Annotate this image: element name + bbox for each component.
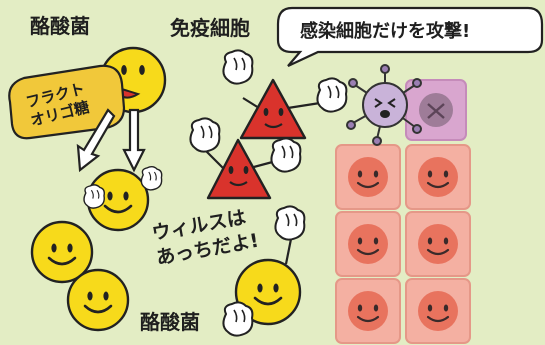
- speech-bubble-shape: [276, 6, 544, 67]
- cell-grid: [335, 79, 471, 344]
- immune-cell-2: [189, 117, 302, 200]
- label-bacteria-bottom: 酪酸菌: [140, 310, 200, 334]
- bacteria-cluster: [30, 165, 306, 337]
- arrow-down-icon: [76, 108, 146, 173]
- cell-tile: [335, 278, 401, 344]
- cell-tile-infected: [405, 79, 467, 141]
- cell-tile: [405, 278, 471, 344]
- cell-tile: [405, 211, 471, 277]
- immune-cell-1: [222, 49, 348, 140]
- label-immune-cells: 免疫細胞: [170, 16, 250, 40]
- food-tag: [8, 64, 126, 140]
- cell-tile: [335, 144, 401, 210]
- label-bacteria-top: 酪酸菌: [30, 14, 90, 38]
- cell-tile: [335, 211, 401, 277]
- speech-bubble-text: 感染細胞だけを攻撃!: [300, 21, 471, 42]
- virus: [346, 64, 422, 146]
- cell-tile: [405, 144, 471, 210]
